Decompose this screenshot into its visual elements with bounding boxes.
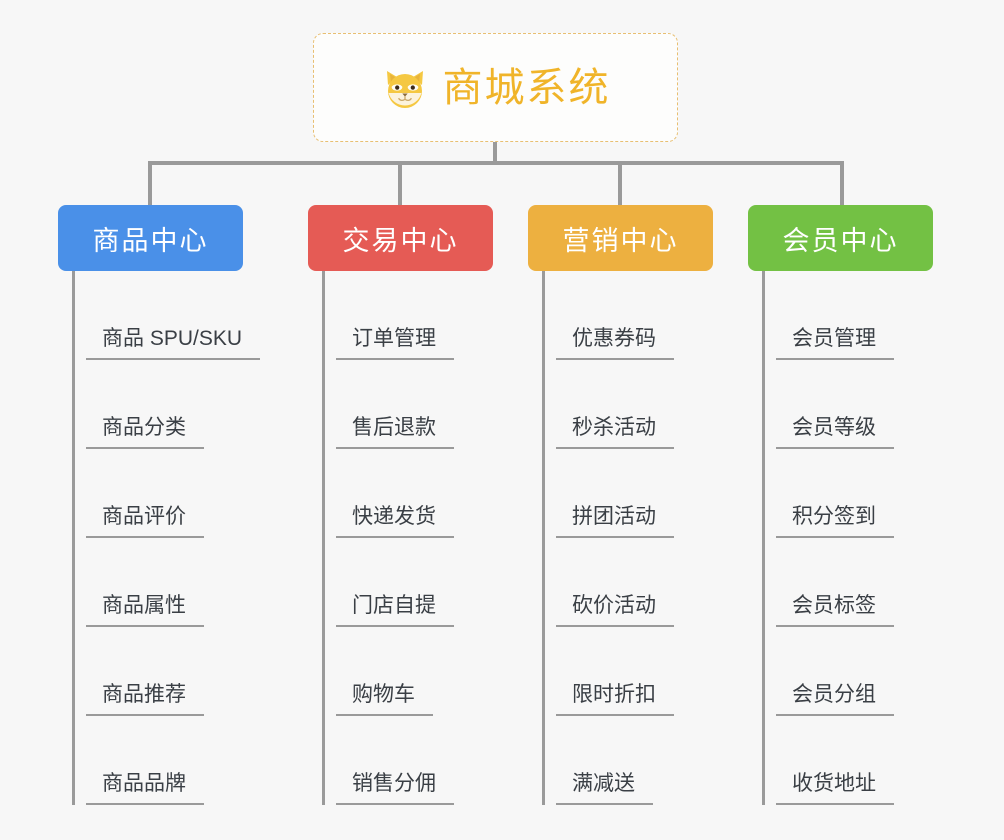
- leaf-label: 商品品牌: [86, 773, 204, 805]
- leaf-label: 销售分佣: [336, 773, 454, 805]
- leaf-item[interactable]: 订单管理: [322, 271, 493, 360]
- leaf-label: 优惠券码: [556, 328, 674, 360]
- leaf-label: 商品推荐: [86, 684, 204, 716]
- branch-items-4: 会员管理 会员等级 积分签到 会员标签 会员分组 收货地址: [762, 271, 933, 805]
- leaf-item[interactable]: 积分签到: [762, 449, 933, 538]
- leaf-label: 商品评价: [86, 506, 204, 538]
- branch-header-label: 营销中心: [562, 225, 679, 256]
- branch-header-product-center[interactable]: 商品中心: [58, 205, 243, 271]
- branch-column-3: 营销中心 优惠券码 秒杀活动 拼团活动 砍价活动 限时折扣 满减送: [528, 205, 713, 805]
- leaf-item[interactable]: 会员标签: [762, 538, 933, 627]
- leaf-label: 收货地址: [776, 773, 894, 805]
- branch-header-label: 商品中心: [92, 225, 209, 256]
- leaf-item[interactable]: 砍价活动: [542, 538, 713, 627]
- leaf-label: 购物车: [336, 684, 433, 716]
- leaf-item[interactable]: 商品分类: [72, 360, 260, 449]
- leaf-label: 售后退款: [336, 417, 454, 449]
- leaf-item[interactable]: 拼团活动: [542, 449, 713, 538]
- leaf-item[interactable]: 商品品牌: [72, 716, 260, 805]
- connector-drop-4: [840, 161, 844, 205]
- leaf-label: 砍价活动: [556, 595, 674, 627]
- root-node[interactable]: 商城系统: [313, 33, 678, 142]
- branch-column-4: 会员中心 会员管理 会员等级 积分签到 会员标签 会员分组 收货地址: [748, 205, 933, 805]
- branch-header-label: 会员中心: [782, 225, 899, 256]
- leaf-label: 秒杀活动: [556, 417, 674, 449]
- leaf-item[interactable]: 会员分组: [762, 627, 933, 716]
- connector-horizontal-bus: [148, 161, 844, 165]
- leaf-item[interactable]: 销售分佣: [322, 716, 493, 805]
- leaf-label: 会员等级: [776, 417, 894, 449]
- branch-header-trade-center[interactable]: 交易中心: [308, 205, 493, 271]
- branch-column-2: 交易中心 订单管理 售后退款 快递发货 门店自提 购物车 销售分佣: [308, 205, 493, 805]
- leaf-item[interactable]: 限时折扣: [542, 627, 713, 716]
- leaf-item[interactable]: 商品推荐: [72, 627, 260, 716]
- leaf-label: 会员分组: [776, 684, 894, 716]
- leaf-label: 限时折扣: [556, 684, 674, 716]
- leaf-item[interactable]: 会员等级: [762, 360, 933, 449]
- branch-trunk-3: [542, 271, 545, 805]
- branch-trunk-1: [72, 271, 75, 805]
- root-title: 商城系统: [442, 65, 611, 110]
- shiba-dog-face-icon: [381, 65, 429, 113]
- connector-root-stem: [493, 142, 497, 165]
- connector-drop-1: [148, 161, 152, 205]
- branch-header-member-center[interactable]: 会员中心: [748, 205, 933, 271]
- leaf-label: 会员标签: [776, 595, 894, 627]
- leaf-item[interactable]: 快递发货: [322, 449, 493, 538]
- leaf-label: 商品分类: [86, 417, 204, 449]
- leaf-item[interactable]: 商品评价: [72, 449, 260, 538]
- branch-header-marketing-center[interactable]: 营销中心: [528, 205, 713, 271]
- leaf-label: 拼团活动: [556, 506, 674, 538]
- branch-trunk-2: [322, 271, 325, 805]
- leaf-item[interactable]: 优惠券码: [542, 271, 713, 360]
- leaf-item[interactable]: 收货地址: [762, 716, 933, 805]
- branch-header-label: 交易中心: [342, 225, 459, 256]
- leaf-label: 门店自提: [336, 595, 454, 627]
- leaf-item[interactable]: 会员管理: [762, 271, 933, 360]
- connector-drop-2: [398, 161, 402, 205]
- connector-drop-3: [618, 161, 622, 205]
- leaf-item[interactable]: 售后退款: [322, 360, 493, 449]
- branch-items-3: 优惠券码 秒杀活动 拼团活动 砍价活动 限时折扣 满减送: [542, 271, 713, 805]
- leaf-label: 订单管理: [336, 328, 454, 360]
- branch-trunk-4: [762, 271, 765, 805]
- leaf-label: 快递发货: [336, 506, 454, 538]
- branch-column-1: 商品中心 商品 SPU/SKU 商品分类 商品评价 商品属性 商品推荐 商品品牌: [58, 205, 261, 805]
- leaf-item[interactable]: 秒杀活动: [542, 360, 713, 449]
- leaf-label: 满减送: [556, 773, 653, 805]
- leaf-item[interactable]: 满减送: [542, 716, 713, 805]
- branch-items-1: 商品 SPU/SKU 商品分类 商品评价 商品属性 商品推荐 商品品牌: [72, 271, 261, 805]
- leaf-item[interactable]: 商品属性: [72, 538, 260, 627]
- leaf-label: 会员管理: [776, 328, 894, 360]
- leaf-label: 积分签到: [776, 506, 894, 538]
- leaf-label: 商品属性: [86, 595, 204, 627]
- leaf-label: 商品 SPU/SKU: [86, 328, 261, 360]
- branch-items-2: 订单管理 售后退款 快递发货 门店自提 购物车 销售分佣: [322, 271, 493, 805]
- leaf-item[interactable]: 商品 SPU/SKU: [72, 271, 261, 360]
- leaf-item[interactable]: 购物车: [322, 627, 493, 716]
- leaf-item[interactable]: 门店自提: [322, 538, 493, 627]
